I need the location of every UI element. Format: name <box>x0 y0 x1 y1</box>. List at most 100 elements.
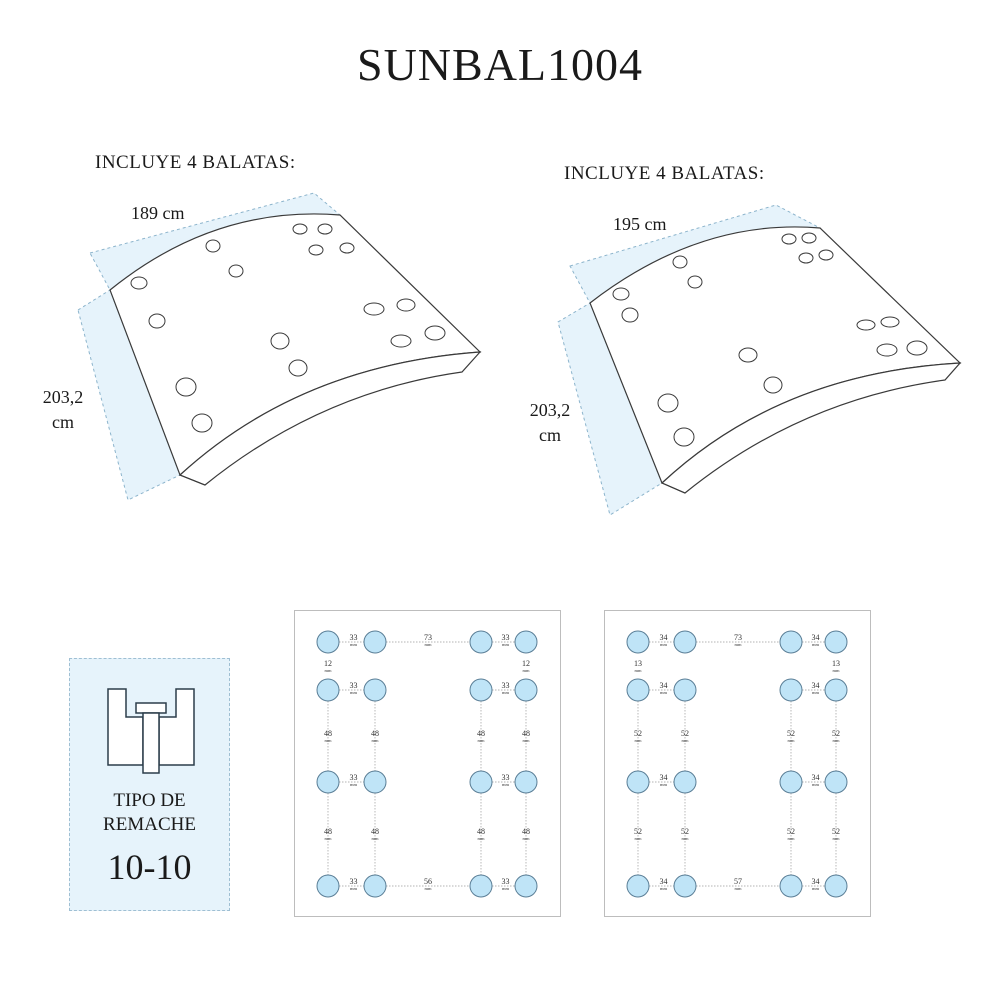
vertical-upper-label: 48 <box>324 729 332 738</box>
top-center-label-unit: mm <box>424 642 432 647</box>
pair-gap-right-label-unit: mm <box>812 690 820 695</box>
pair-gap-right-label-unit: mm <box>812 886 820 891</box>
vertical-lower-label-unit: mm <box>832 836 840 841</box>
left-shoe-width-label: 189 cm <box>131 203 185 223</box>
rivet-hole <box>626 874 650 898</box>
vertical-upper-label-unit: mm <box>681 738 689 743</box>
vertical-lower-label-unit: mm <box>324 836 332 841</box>
rivet-label-line1: TIPO DE <box>113 790 186 811</box>
pair-gap-right-label-unit: mm <box>812 642 820 647</box>
vertical-upper-label: 48 <box>371 729 379 738</box>
pair-gap-left-label-unit: mm <box>660 782 668 787</box>
rivet-hole <box>316 678 340 702</box>
rivet-hole <box>824 678 848 702</box>
right-shoe-caption: INCLUYE 4 BALATAS: <box>564 163 765 184</box>
bottom-center-label-unit: mm <box>424 886 432 891</box>
left-shoe-edge <box>178 351 482 486</box>
rivet-hole <box>673 770 697 794</box>
rivet-hole <box>469 630 493 654</box>
pair-gap-right-label-unit: mm <box>502 690 510 695</box>
top-center-label-unit: mm <box>734 642 742 647</box>
vertical-upper-label-unit: mm <box>832 738 840 743</box>
left-brake-shoe-drawing <box>77 192 482 501</box>
rivet-hole <box>469 770 493 794</box>
rivet-hole <box>363 630 387 654</box>
edge-left-label: 12 <box>324 659 332 668</box>
edge-right-label-unit: mm <box>832 668 840 673</box>
pair-gap-left-label: 33 <box>350 681 358 690</box>
vertical-upper-label-unit: mm <box>477 738 485 743</box>
pair-gap-left-label-unit: mm <box>350 690 358 695</box>
rivet-hole <box>626 630 650 654</box>
edge-right-label-unit: mm <box>522 668 530 673</box>
rivet-hole <box>779 630 803 654</box>
rivet-label-line2: REMACHE <box>103 814 196 835</box>
rivet-hole <box>779 770 803 794</box>
pair-gap-right-label: 33 <box>502 773 510 782</box>
vertical-upper-label: 48 <box>477 729 485 738</box>
rivet-value: 10-10 <box>107 847 192 887</box>
vertical-upper-label: 52 <box>634 729 642 738</box>
right-shoe-height-value: 203,2 <box>529 400 571 420</box>
vertical-lower-label-unit: mm <box>681 836 689 841</box>
pair-gap-left-label: 34 <box>660 877 668 886</box>
rivet-hole <box>779 678 803 702</box>
edge-left-label-unit: mm <box>634 668 642 673</box>
pair-gap-right-label: 33 <box>502 877 510 886</box>
pair-gap-right-label: 34 <box>812 633 820 642</box>
vertical-lower-label-unit: mm <box>371 836 379 841</box>
rivet-hole <box>673 630 697 654</box>
left-shoe-height-label: 203,2 cm <box>38 385 88 435</box>
right-shoe-height-unit: cm <box>539 425 561 445</box>
vertical-upper-label-unit: mm <box>324 738 332 743</box>
top-center-label: 73 <box>734 633 742 642</box>
pair-gap-left-label: 33 <box>350 633 358 642</box>
pair-gap-left-label-unit: mm <box>660 690 668 695</box>
vertical-upper-label: 52 <box>787 729 795 738</box>
hole-pattern-right-svg: 34mm34mm34mm34mm34mm34mm34mm34mm73mm57mm… <box>626 630 848 898</box>
rivet-hole <box>363 874 387 898</box>
rivet-hole <box>469 874 493 898</box>
left-shoe-height-unit: cm <box>52 412 74 432</box>
vertical-lower-label: 52 <box>787 827 795 836</box>
right-shoe-height-guide <box>557 302 663 516</box>
vertical-lower-label: 52 <box>634 827 642 836</box>
rivet-hole <box>316 770 340 794</box>
vertical-lower-label-unit: mm <box>634 836 642 841</box>
pair-gap-left-label-unit: mm <box>660 642 668 647</box>
vertical-lower-label: 52 <box>681 827 689 836</box>
vertical-upper-label-unit: mm <box>371 738 379 743</box>
pair-gap-right-label: 33 <box>502 633 510 642</box>
rivet-hole <box>469 678 493 702</box>
vertical-lower-label: 48 <box>324 827 332 836</box>
top-center-label: 73 <box>424 633 432 642</box>
vertical-lower-label-unit: mm <box>477 836 485 841</box>
vertical-lower-label: 52 <box>832 827 840 836</box>
rivet-hole <box>363 770 387 794</box>
pair-gap-left-label-unit: mm <box>350 642 358 647</box>
rivet-hole <box>824 770 848 794</box>
rivet-hole <box>514 630 538 654</box>
bottom-center-label: 56 <box>424 877 432 886</box>
pair-gap-right-label-unit: mm <box>502 642 510 647</box>
pair-gap-left-label: 34 <box>660 681 668 690</box>
rivet-hole <box>673 678 697 702</box>
bottom-center-label: 57 <box>734 877 742 886</box>
pair-gap-right-label-unit: mm <box>812 782 820 787</box>
rivet-hole <box>779 874 803 898</box>
pair-gap-right-label: 34 <box>812 681 820 690</box>
pair-gap-right-label: 33 <box>502 681 510 690</box>
page-title: SUNBAL1004 <box>356 39 644 90</box>
vertical-upper-label: 52 <box>681 729 689 738</box>
left-shoe-height-value: 203,2 <box>42 387 84 407</box>
rivet-hole <box>626 770 650 794</box>
pair-gap-left-label: 34 <box>660 633 668 642</box>
vertical-lower-label-unit: mm <box>787 836 795 841</box>
rivet-hole <box>824 630 848 654</box>
edge-right-label: 12 <box>522 659 530 668</box>
pair-gap-left-label: 33 <box>350 877 358 886</box>
pair-gap-right-label-unit: mm <box>502 782 510 787</box>
vertical-upper-label: 52 <box>832 729 840 738</box>
left-shoe-top-face <box>109 213 482 477</box>
rivet-hole <box>363 678 387 702</box>
